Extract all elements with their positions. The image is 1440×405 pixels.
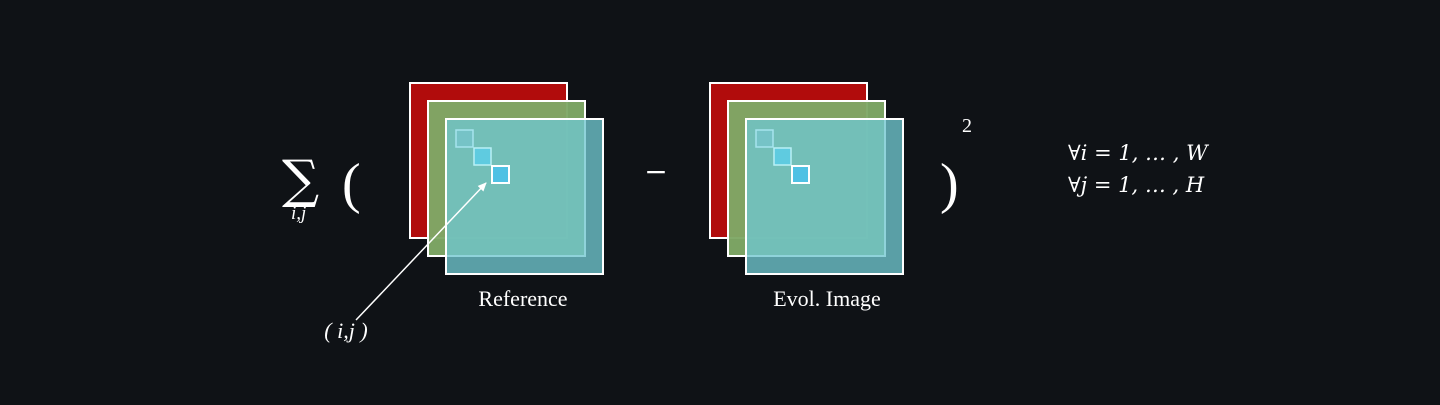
evolved-image-stack: [709, 82, 904, 275]
reference-pixel-red: [455, 129, 474, 148]
reference-image-stack: [409, 82, 604, 275]
j-range-constraint: ∀j = 1, … , H: [1068, 173, 1205, 197]
minus-sign: −: [644, 155, 667, 188]
evolved-image-label: Evol. Image: [773, 286, 881, 311]
reference-pixel-green: [473, 147, 492, 166]
summation-subscript: i,j: [291, 203, 306, 224]
i-range-constraint: ∀i = 1, … , W: [1068, 141, 1210, 165]
pointer-arrow: [355, 182, 487, 321]
exponent: 2: [962, 115, 972, 137]
pointer-label: ( i,j ): [324, 318, 367, 343]
reference-pixel-blue: [491, 165, 510, 184]
reference-label: Reference: [478, 286, 567, 311]
close-parenthesis: ): [940, 153, 959, 215]
summation-symbol: ∑: [282, 150, 319, 210]
evolved-pixel-red: [755, 129, 774, 148]
evolved-pixel-blue: [791, 165, 810, 184]
open-parenthesis: (: [342, 153, 361, 215]
evolved-pixel-green: [773, 147, 792, 166]
